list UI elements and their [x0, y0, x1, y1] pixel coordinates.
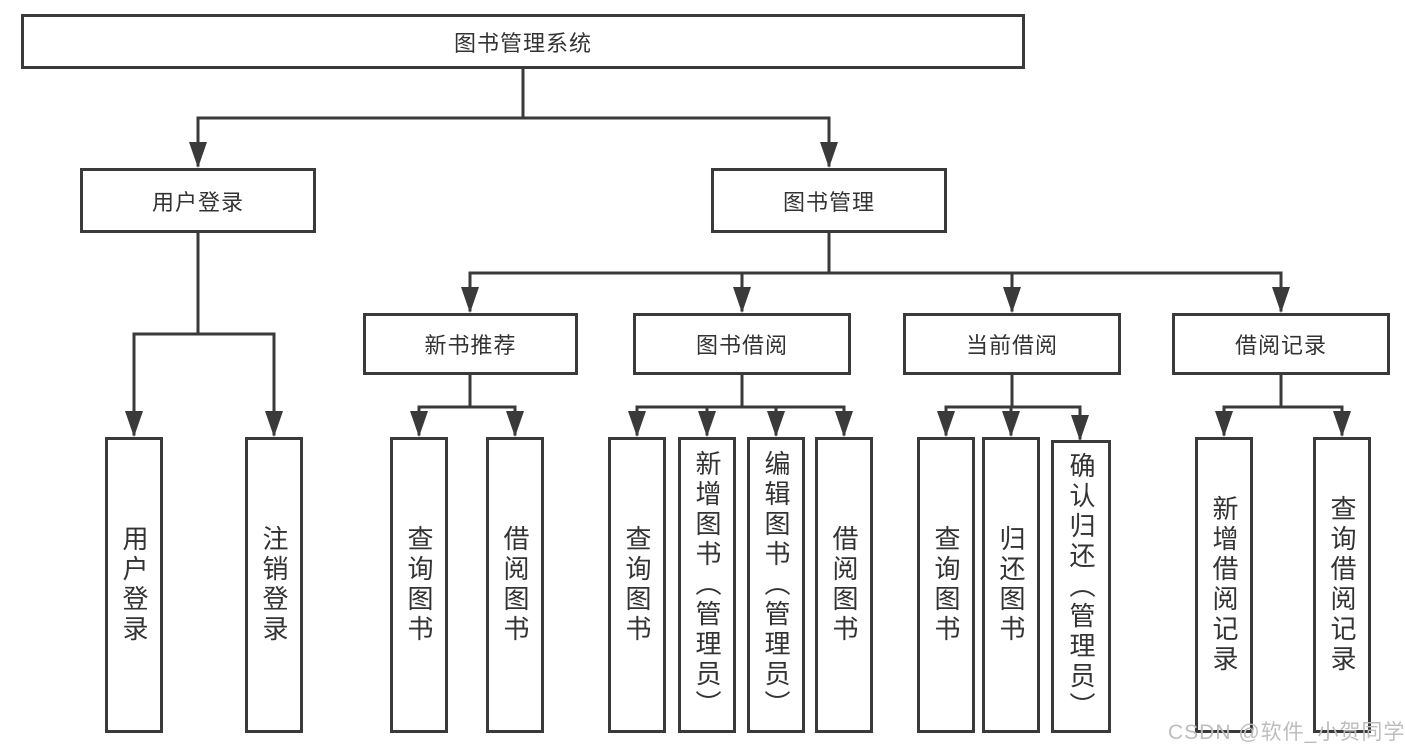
node-label: 用户登录 — [119, 525, 149, 645]
node-label: 查询借阅记录 — [1327, 495, 1357, 675]
arrow-icon — [410, 411, 428, 437]
arrow-icon — [835, 411, 853, 437]
node-label: 确认归还（管理员） — [1066, 451, 1096, 722]
leaf-logout: 注销登录 — [245, 437, 303, 733]
leaf-query-books-borrow: 查询图书 — [608, 437, 666, 733]
node-label: 图书管理系统 — [453, 30, 592, 56]
leaf-borrow-books-recommend: 借阅图书 — [486, 437, 544, 733]
node-label: 查询图书 — [931, 525, 961, 645]
arrow-icon — [189, 142, 207, 168]
node-label: 查询图书 — [622, 525, 652, 645]
arrow-icon — [767, 411, 785, 437]
node-label: 查询图书 — [404, 525, 434, 645]
arrow-icon — [1002, 411, 1020, 437]
node-label: 图书借阅 — [695, 333, 788, 358]
arrow-icon — [1333, 411, 1351, 437]
node-label: 当前借阅 — [965, 333, 1058, 358]
arrow-icon — [461, 287, 479, 313]
node-book-borrow: 图书借阅 — [633, 313, 851, 375]
leaf-add-borrow-record: 新增借阅记录 — [1195, 437, 1253, 733]
tree-edges — [132, 67, 1344, 440]
arrow-icon — [820, 142, 838, 168]
node-label: 图书管理 — [782, 189, 875, 215]
arrow-icon — [937, 411, 955, 437]
node-label: 借阅记录 — [1234, 333, 1327, 358]
node-label: 借阅图书 — [500, 525, 530, 645]
leaf-query-books-recommend: 查询图书 — [390, 437, 448, 733]
arrow-icon — [125, 411, 143, 437]
leaf-borrow-books: 借阅图书 — [815, 437, 873, 733]
node-label: 新增借阅记录 — [1209, 495, 1239, 675]
leaf-user-login: 用户登录 — [105, 437, 163, 733]
node-label: 新书推荐 — [424, 333, 517, 358]
leaf-query-borrow-record: 查询借阅记录 — [1313, 437, 1371, 733]
node-label: 用户登录 — [151, 189, 244, 215]
leaf-query-books-current: 查询图书 — [917, 437, 975, 733]
leaf-add-books-admin: 新增图书（管理员） — [678, 437, 736, 733]
node-label: 新增图书（管理员） — [692, 450, 722, 720]
node-current-borrow: 当前借阅 — [903, 313, 1121, 375]
node-library-system: 图书管理系统 — [21, 14, 1025, 69]
watermark: CSDN @软件_小贺同学 — [1168, 721, 1405, 744]
node-label: 注销登录 — [259, 525, 289, 645]
node-label: 编辑图书（管理员） — [761, 450, 791, 720]
node-label: 借阅图书 — [829, 525, 859, 645]
node-label: 归还图书 — [996, 525, 1026, 645]
arrow-icon — [628, 411, 646, 437]
arrow-icon — [1215, 411, 1233, 437]
node-book-management: 图书管理 — [711, 168, 947, 233]
node-borrow-records: 借阅记录 — [1172, 313, 1390, 375]
arrow-icon — [506, 411, 524, 437]
arrow-icon — [1003, 287, 1021, 313]
arrow-icon — [733, 287, 751, 313]
leaf-edit-books-admin: 编辑图书（管理员） — [747, 437, 805, 733]
leaf-confirm-return-admin: 确认归还（管理员） — [1051, 440, 1111, 733]
arrow-icon — [698, 411, 716, 437]
node-user-login: 用户登录 — [80, 168, 316, 233]
leaf-return-books: 归还图书 — [982, 437, 1040, 733]
arrow-icon — [1272, 287, 1290, 313]
arrow-icon — [1071, 415, 1089, 441]
node-new-book-recommend: 新书推荐 — [363, 313, 578, 375]
arrow-icon — [265, 411, 283, 437]
